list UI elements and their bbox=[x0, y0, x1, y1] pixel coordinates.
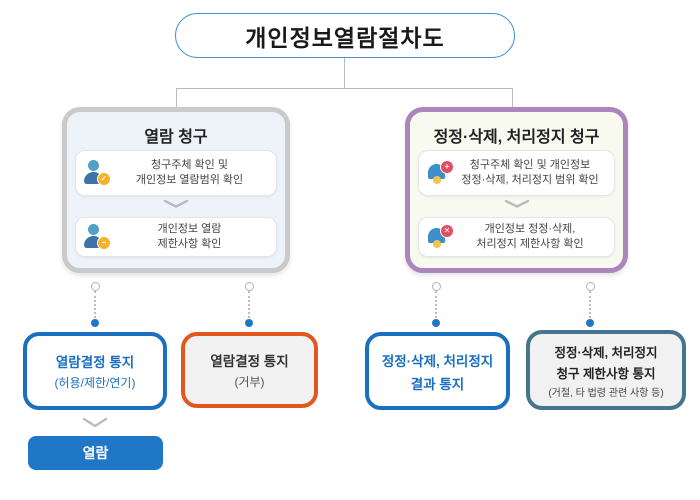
outcome-title: 열람결정 통지 bbox=[55, 355, 135, 370]
bell-plus-icon: + bbox=[426, 160, 456, 186]
connector-dot-icon bbox=[245, 319, 253, 327]
outcome-title: 정정·삭제, 처리정지 bbox=[554, 345, 658, 360]
step-verify-requester: ✓ 청구주체 확인 및 개인정보 열람범위 확인 bbox=[75, 150, 277, 196]
connector-line-right bbox=[512, 88, 513, 107]
step-text: 청구주체 확인 및 개인정보 정정·삭제, 처리정지 범위 확인 bbox=[461, 159, 599, 186]
outcome-subtitle: (허용/제한/연기) bbox=[54, 376, 136, 390]
connector-dot-icon bbox=[91, 319, 99, 327]
connector-ring-icon bbox=[432, 282, 441, 291]
bell-cross-icon: ✕ bbox=[426, 224, 456, 250]
dotted-connector bbox=[431, 282, 441, 327]
dotted-connector bbox=[585, 282, 595, 327]
step-text: 청구주체 확인 및 개인정보 열람범위 확인 bbox=[135, 159, 244, 186]
page-title: 개인정보열람절차도 bbox=[175, 13, 515, 58]
step-correction-restrictions: ✕ 개인정보 정정·삭제, 처리정지 제한사항 확인 bbox=[418, 217, 615, 257]
panel-access-request: 열람 청구 ✓ 청구주체 확인 및 개인정보 열람범위 확인 − 개인정보 열람… bbox=[62, 107, 290, 273]
chevron-down-icon bbox=[67, 199, 285, 208]
outcome-title: 정정·삭제, 처리정지 bbox=[381, 353, 494, 369]
step-verify-correction-scope: + 청구주체 확인 및 개인정보 정정·삭제, 처리정지 범위 확인 bbox=[418, 150, 615, 196]
outcome-access-decision-notice: 열람결정 통지 (허용/제한/연기) bbox=[23, 332, 167, 410]
connector-dot-icon bbox=[586, 319, 594, 327]
outcome-subtitle: (거부) bbox=[234, 375, 265, 389]
outcome-access-denied-notice: 열람결정 통지 (거부) bbox=[181, 332, 318, 408]
connector-line-left bbox=[176, 88, 177, 107]
chevron-down-icon bbox=[82, 417, 108, 428]
step-text: 개인정보 정정·삭제, 처리정지 제한사항 확인 bbox=[476, 223, 584, 250]
panel-access-header: 열람 청구 bbox=[144, 129, 208, 146]
connector-line-vertical bbox=[344, 58, 345, 88]
outcome-correction-restriction-notice: 정정·삭제, 처리정지 청구 제한사항 통지 (거절, 타 법령 관련 사항 등… bbox=[526, 330, 686, 410]
panel-correction-request: 정정·삭제, 처리정지 청구 + 청구주체 확인 및 개인정보 정정·삭제, 처… bbox=[405, 107, 628, 273]
plus-badge-icon: + bbox=[440, 160, 454, 174]
connector-ring-icon bbox=[586, 282, 595, 291]
person-check-icon: ✓ bbox=[83, 160, 113, 186]
person-minus-icon: − bbox=[83, 224, 113, 250]
outcome-correction-result-notice: 정정·삭제, 처리정지 결과 통지 bbox=[365, 332, 510, 410]
dotted-connector bbox=[244, 282, 254, 327]
outcome-subtitle: (거절, 타 법령 관련 사항 등) bbox=[548, 387, 664, 399]
dotted-connector bbox=[90, 282, 100, 327]
connector-line-horizontal bbox=[176, 88, 513, 89]
outcome-title: 결과 통지 bbox=[410, 376, 465, 392]
outcome-title: 청구 제한사항 통지 bbox=[556, 366, 656, 381]
connector-ring-icon bbox=[91, 282, 100, 291]
step-access-restrictions: − 개인정보 열람 제한사항 확인 bbox=[75, 217, 277, 257]
connector-dot-icon bbox=[432, 319, 440, 327]
connector-ring-icon bbox=[245, 282, 254, 291]
step-text: 개인정보 열람 제한사항 확인 bbox=[157, 223, 222, 250]
chevron-down-icon bbox=[410, 199, 623, 208]
cross-badge-icon: ✕ bbox=[440, 224, 454, 238]
minus-badge-icon: − bbox=[97, 236, 111, 250]
check-badge-icon: ✓ bbox=[97, 172, 111, 186]
final-access-step: 열람 bbox=[28, 436, 163, 470]
outcome-title: 열람결정 통지 bbox=[210, 354, 289, 369]
panel-correction-header: 정정·삭제, 처리정지 청구 bbox=[433, 129, 600, 146]
